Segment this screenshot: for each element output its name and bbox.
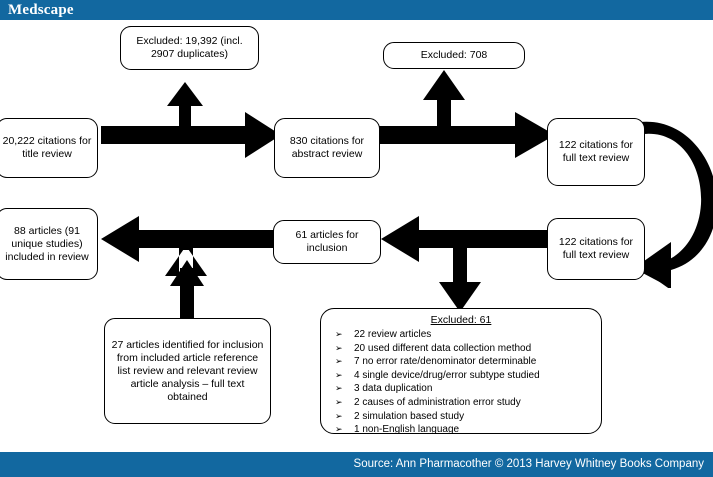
node-excluded-61-heading: Excluded: 61 <box>430 314 492 326</box>
node-reference-list-articles-label: 27 articles identified for inclusion fro… <box>111 338 264 403</box>
medscape-logo: Medscape <box>8 2 74 18</box>
bullet-arrow-icon: ➢ <box>335 329 343 339</box>
list-item: ➢ 2 simulation based study <box>335 410 593 424</box>
medscape-header-bar: Medscape <box>0 0 713 20</box>
excluded-61-list: ➢ 22 review articles ➢ 20 used different… <box>329 328 593 437</box>
arrow-title-to-abstract <box>101 82 281 178</box>
arrow-fulltext2-to-61 <box>381 216 559 328</box>
node-articles-included-in-review-label: 88 articles (91 unique studies) included… <box>5 224 89 263</box>
node-full-text-review-1-label: 122 citations for full text review <box>558 139 634 164</box>
list-item: ➢ 4 single device/drug/error subtype stu… <box>335 369 593 383</box>
node-excluded-title-review-label: Excluded: 19,392 (incl. 2907 duplicates) <box>136 35 243 60</box>
node-full-text-review-2: 122 citations for full text review <box>547 218 645 280</box>
list-item: ➢ 2 causes of administration error study <box>335 396 593 410</box>
list-item-label: 1 non-English language <box>354 424 460 436</box>
node-abstract-review-label: 830 citations for abstract review <box>289 135 365 160</box>
arrow-curved-wrap <box>637 120 713 290</box>
node-articles-for-inclusion: 61 articles for inclusion <box>273 220 381 264</box>
node-articles-included-in-review: 88 articles (91 unique studies) included… <box>0 208 98 280</box>
bullet-arrow-icon: ➢ <box>335 342 343 353</box>
list-item-label: 20 used different data collection method <box>354 342 532 354</box>
bullet-arrow-icon: ➢ <box>335 356 343 367</box>
list-item-label: 4 single device/drug/error subtype studi… <box>354 369 540 381</box>
list-item-label: 7 no error rate/denominator determinable <box>354 356 537 368</box>
list-item: ➢ 22 review articles <box>335 328 593 342</box>
node-full-text-review-1: 122 citations for full text review <box>547 118 645 186</box>
list-item-label: 2 causes of administration error study <box>354 396 521 408</box>
node-title-review: 20,222 citations for title review <box>0 118 98 178</box>
bullet-arrow-icon: ➢ <box>335 410 343 421</box>
list-item: ➢ 20 used different data collection meth… <box>335 342 593 356</box>
node-excluded-title-review: Excluded: 19,392 (incl. 2907 duplicates) <box>120 26 259 70</box>
list-item-label: 2 simulation based study <box>354 410 465 422</box>
list-item: ➢ 3 data duplication <box>335 382 593 396</box>
list-item: ➢ 7 no error rate/denominator determinab… <box>335 355 593 369</box>
arrow-abstract-to-fulltext <box>365 64 555 178</box>
arrow-61-to-88 <box>101 216 281 328</box>
node-excluded-abstract-review: Excluded: 708 <box>383 42 525 69</box>
node-excluded-61: Excluded: 61 ➢ 22 review articles ➢ 20 u… <box>320 308 602 437</box>
node-abstract-review: 830 citations for abstract review <box>274 118 380 178</box>
source-credit: Source: Ann Pharmacother © 2013 Harvey W… <box>353 458 704 470</box>
bullet-arrow-icon: ➢ <box>335 396 343 407</box>
list-item-label: 22 review articles <box>354 329 432 340</box>
list-item: ➢ 1 non-English language <box>335 423 593 437</box>
list-item-label: 3 data duplication <box>354 383 433 395</box>
node-full-text-review-2-label: 122 citations for full text review <box>558 236 634 261</box>
bullet-arrow-icon: ➢ <box>335 383 343 394</box>
bullet-arrow-icon: ➢ <box>335 424 343 435</box>
arrow-27-up <box>170 260 204 322</box>
node-excluded-abstract-review-label: Excluded: 708 <box>420 49 488 61</box>
node-title-review-label: 20,222 citations for title review <box>2 135 92 160</box>
node-reference-list-articles: 27 articles identified for inclusion fro… <box>104 318 271 424</box>
node-articles-for-inclusion-label: 61 articles for inclusion <box>295 229 359 254</box>
bullet-arrow-icon: ➢ <box>335 369 343 380</box>
source-footer-bar: Source: Ann Pharmacother © 2013 Harvey W… <box>0 452 713 477</box>
